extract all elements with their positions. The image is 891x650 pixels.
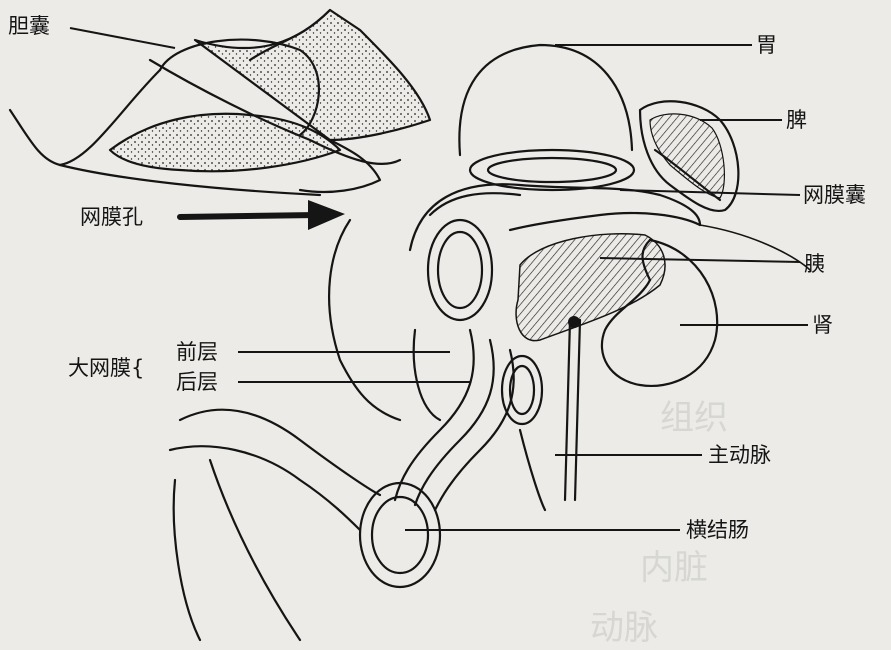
label-posterior-layer: 后层 [176, 370, 218, 394]
transverse-colon-drawing [168, 408, 442, 642]
body-outline [518, 224, 811, 512]
foramen-arrow [177, 200, 345, 230]
liver-gallbladder-drawing [8, 8, 432, 197]
label-gallbladder: 胆囊 [8, 14, 50, 38]
leader-pancreas [599, 257, 801, 263]
label-epiploic-foramen: 网膜孔 [80, 205, 143, 229]
label-stomach: 胃 [756, 33, 777, 57]
label-spleen: 脾 [786, 108, 807, 132]
bleed-through-text: 动脉 [590, 608, 658, 648]
greater-omentum-drawing [393, 328, 544, 512]
duodenum-drawing [327, 218, 494, 422]
label-greater-omentum: 大网膜{ [68, 356, 145, 380]
stomach-drawing [458, 43, 636, 192]
bleed-through-text: 组织 [660, 398, 728, 438]
label-transverse-colon: 横结肠 [686, 518, 749, 542]
omental-bursa-drawing [408, 183, 702, 252]
label-omental-bursa: 网膜囊 [803, 183, 866, 207]
leader-gallbladder [69, 27, 176, 49]
kidney-drawing [600, 238, 719, 387]
spleen-drawing [638, 100, 740, 213]
pancreas-drawing [515, 233, 666, 342]
leader-omental-bursa [619, 189, 801, 196]
aorta-drawing [563, 316, 582, 502]
bleed-through-text: 内脏 [640, 548, 708, 588]
label-pancreas: 胰 [804, 252, 825, 276]
label-kidney: 肾 [812, 313, 833, 337]
label-aorta: 主动脉 [708, 443, 771, 467]
label-anterior-layer: 前层 [176, 340, 218, 364]
